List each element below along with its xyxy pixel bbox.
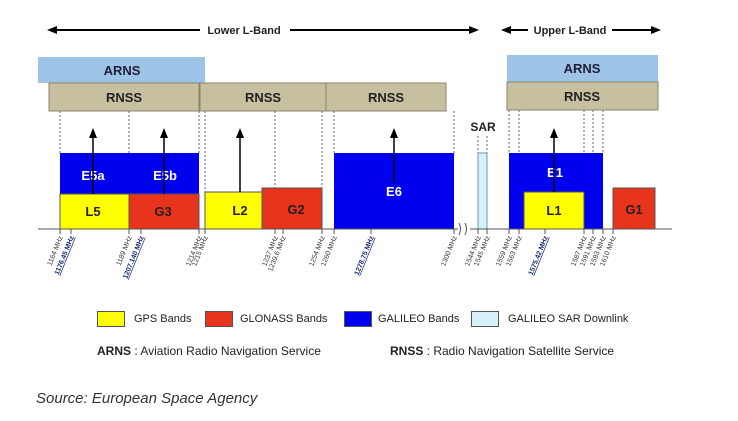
e5b-label: E5b	[153, 168, 177, 183]
rnss-bar-1	[48, 82, 200, 112]
arns-label-lower: ARNS	[104, 63, 141, 78]
frequency-label: 1575.42 MHz	[528, 235, 550, 277]
upper-band-label: Upper L-Band	[534, 25, 607, 37]
rnss-label-1: RNSS	[106, 90, 142, 105]
arns-bar-upper	[507, 55, 658, 82]
gps-l1-block	[523, 191, 585, 230]
sar-label: SAR	[470, 120, 496, 134]
axis-break-icon	[458, 222, 467, 236]
rnss-label-2: RNSS	[245, 90, 281, 105]
e1-label: E1	[547, 165, 563, 180]
l1-label: L1	[546, 203, 561, 218]
rnss-bar-2	[199, 82, 327, 112]
e6-label: E6	[386, 184, 402, 199]
rnss-label-upper: RNSS	[564, 89, 600, 104]
glonass-g1-block	[612, 187, 656, 230]
g1-label: G1	[625, 202, 642, 217]
l2-label: L2	[232, 203, 247, 218]
lower-band-label: Lower L-Band	[207, 25, 280, 37]
arns-label-upper: ARNS	[564, 61, 601, 76]
g2-label: G2	[287, 202, 304, 217]
source-caption: Source: European Space Agency	[36, 390, 258, 407]
center-frequency-arrows	[89, 128, 558, 194]
l5-label: L5	[85, 204, 100, 219]
arns-bar-lower	[38, 57, 205, 83]
rnss-label-3: RNSS	[368, 90, 404, 105]
frequency-label: 1300 MHz	[440, 235, 459, 268]
sar-downlink-block	[477, 152, 488, 230]
guide-lines	[59, 110, 604, 192]
frequency-label: 1278.75 MHz	[354, 235, 376, 277]
rnss-bar-3	[325, 82, 447, 112]
g3-label: G3	[154, 204, 171, 219]
rnss-bar-upper	[506, 81, 659, 111]
glonass-g2-block	[261, 187, 323, 230]
